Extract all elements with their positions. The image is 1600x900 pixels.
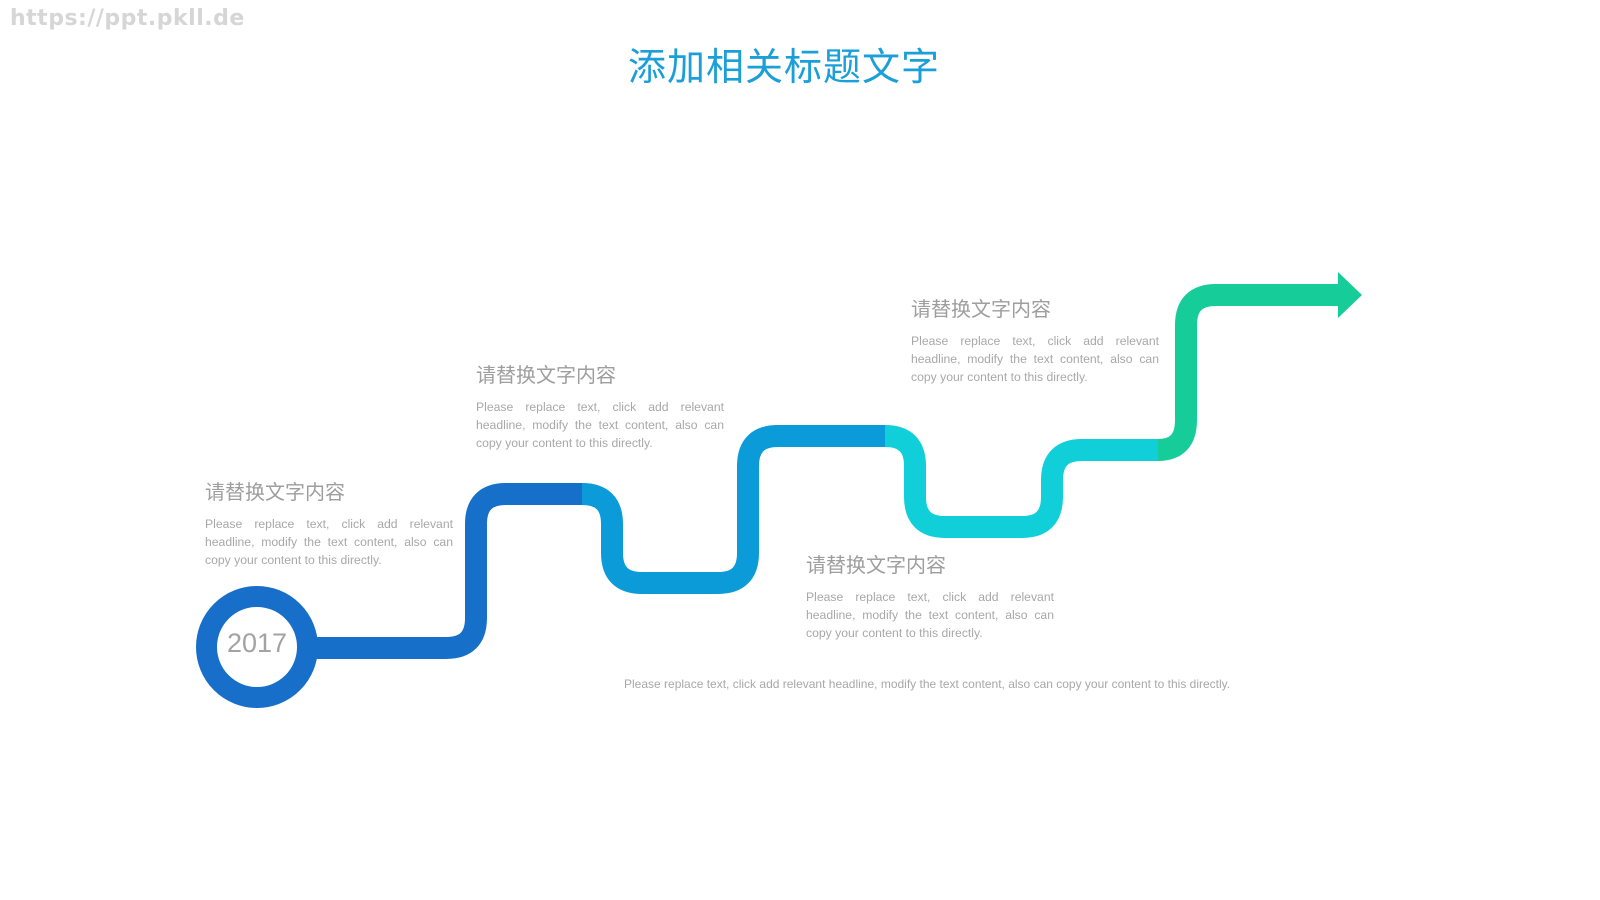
- milestone-3: 请替换文字内容 Please replace text, click add r…: [806, 549, 1054, 642]
- milestone-body: Please replace text, click add relevant …: [806, 590, 1054, 640]
- footnote-text: Please replace text, click add relevant …: [624, 677, 1231, 691]
- path-segment-2: [581, 425, 885, 594]
- milestone-heading: 请替换文字内容: [476, 363, 616, 387]
- arrow-head-icon: [1338, 272, 1362, 318]
- milestone-1: 请替换文字内容 Please replace text, click add r…: [205, 476, 453, 569]
- page-title: 添加相关标题文字: [627, 45, 940, 89]
- milestone-4: 请替换文字内容 Please replace text, click add r…: [911, 293, 1159, 386]
- watermark-url: https://ppt.pkll.de: [10, 6, 245, 31]
- path-segment-1: [307, 483, 582, 659]
- path-segment-3: [884, 425, 1158, 538]
- milestone-heading: 请替换文字内容: [911, 297, 1051, 321]
- milestone-body: Please replace text, click add relevant …: [911, 334, 1159, 384]
- milestone-body: Please replace text, click add relevant …: [476, 400, 724, 450]
- start-year-label: 2017: [226, 628, 288, 658]
- milestone-heading: 请替换文字内容: [205, 480, 345, 504]
- milestone-heading: 请替换文字内容: [806, 553, 946, 577]
- path-segment-4: [1157, 284, 1342, 461]
- milestone-body: Please replace text, click add relevant …: [205, 517, 453, 567]
- milestone-2: 请替换文字内容 Please replace text, click add r…: [476, 359, 724, 452]
